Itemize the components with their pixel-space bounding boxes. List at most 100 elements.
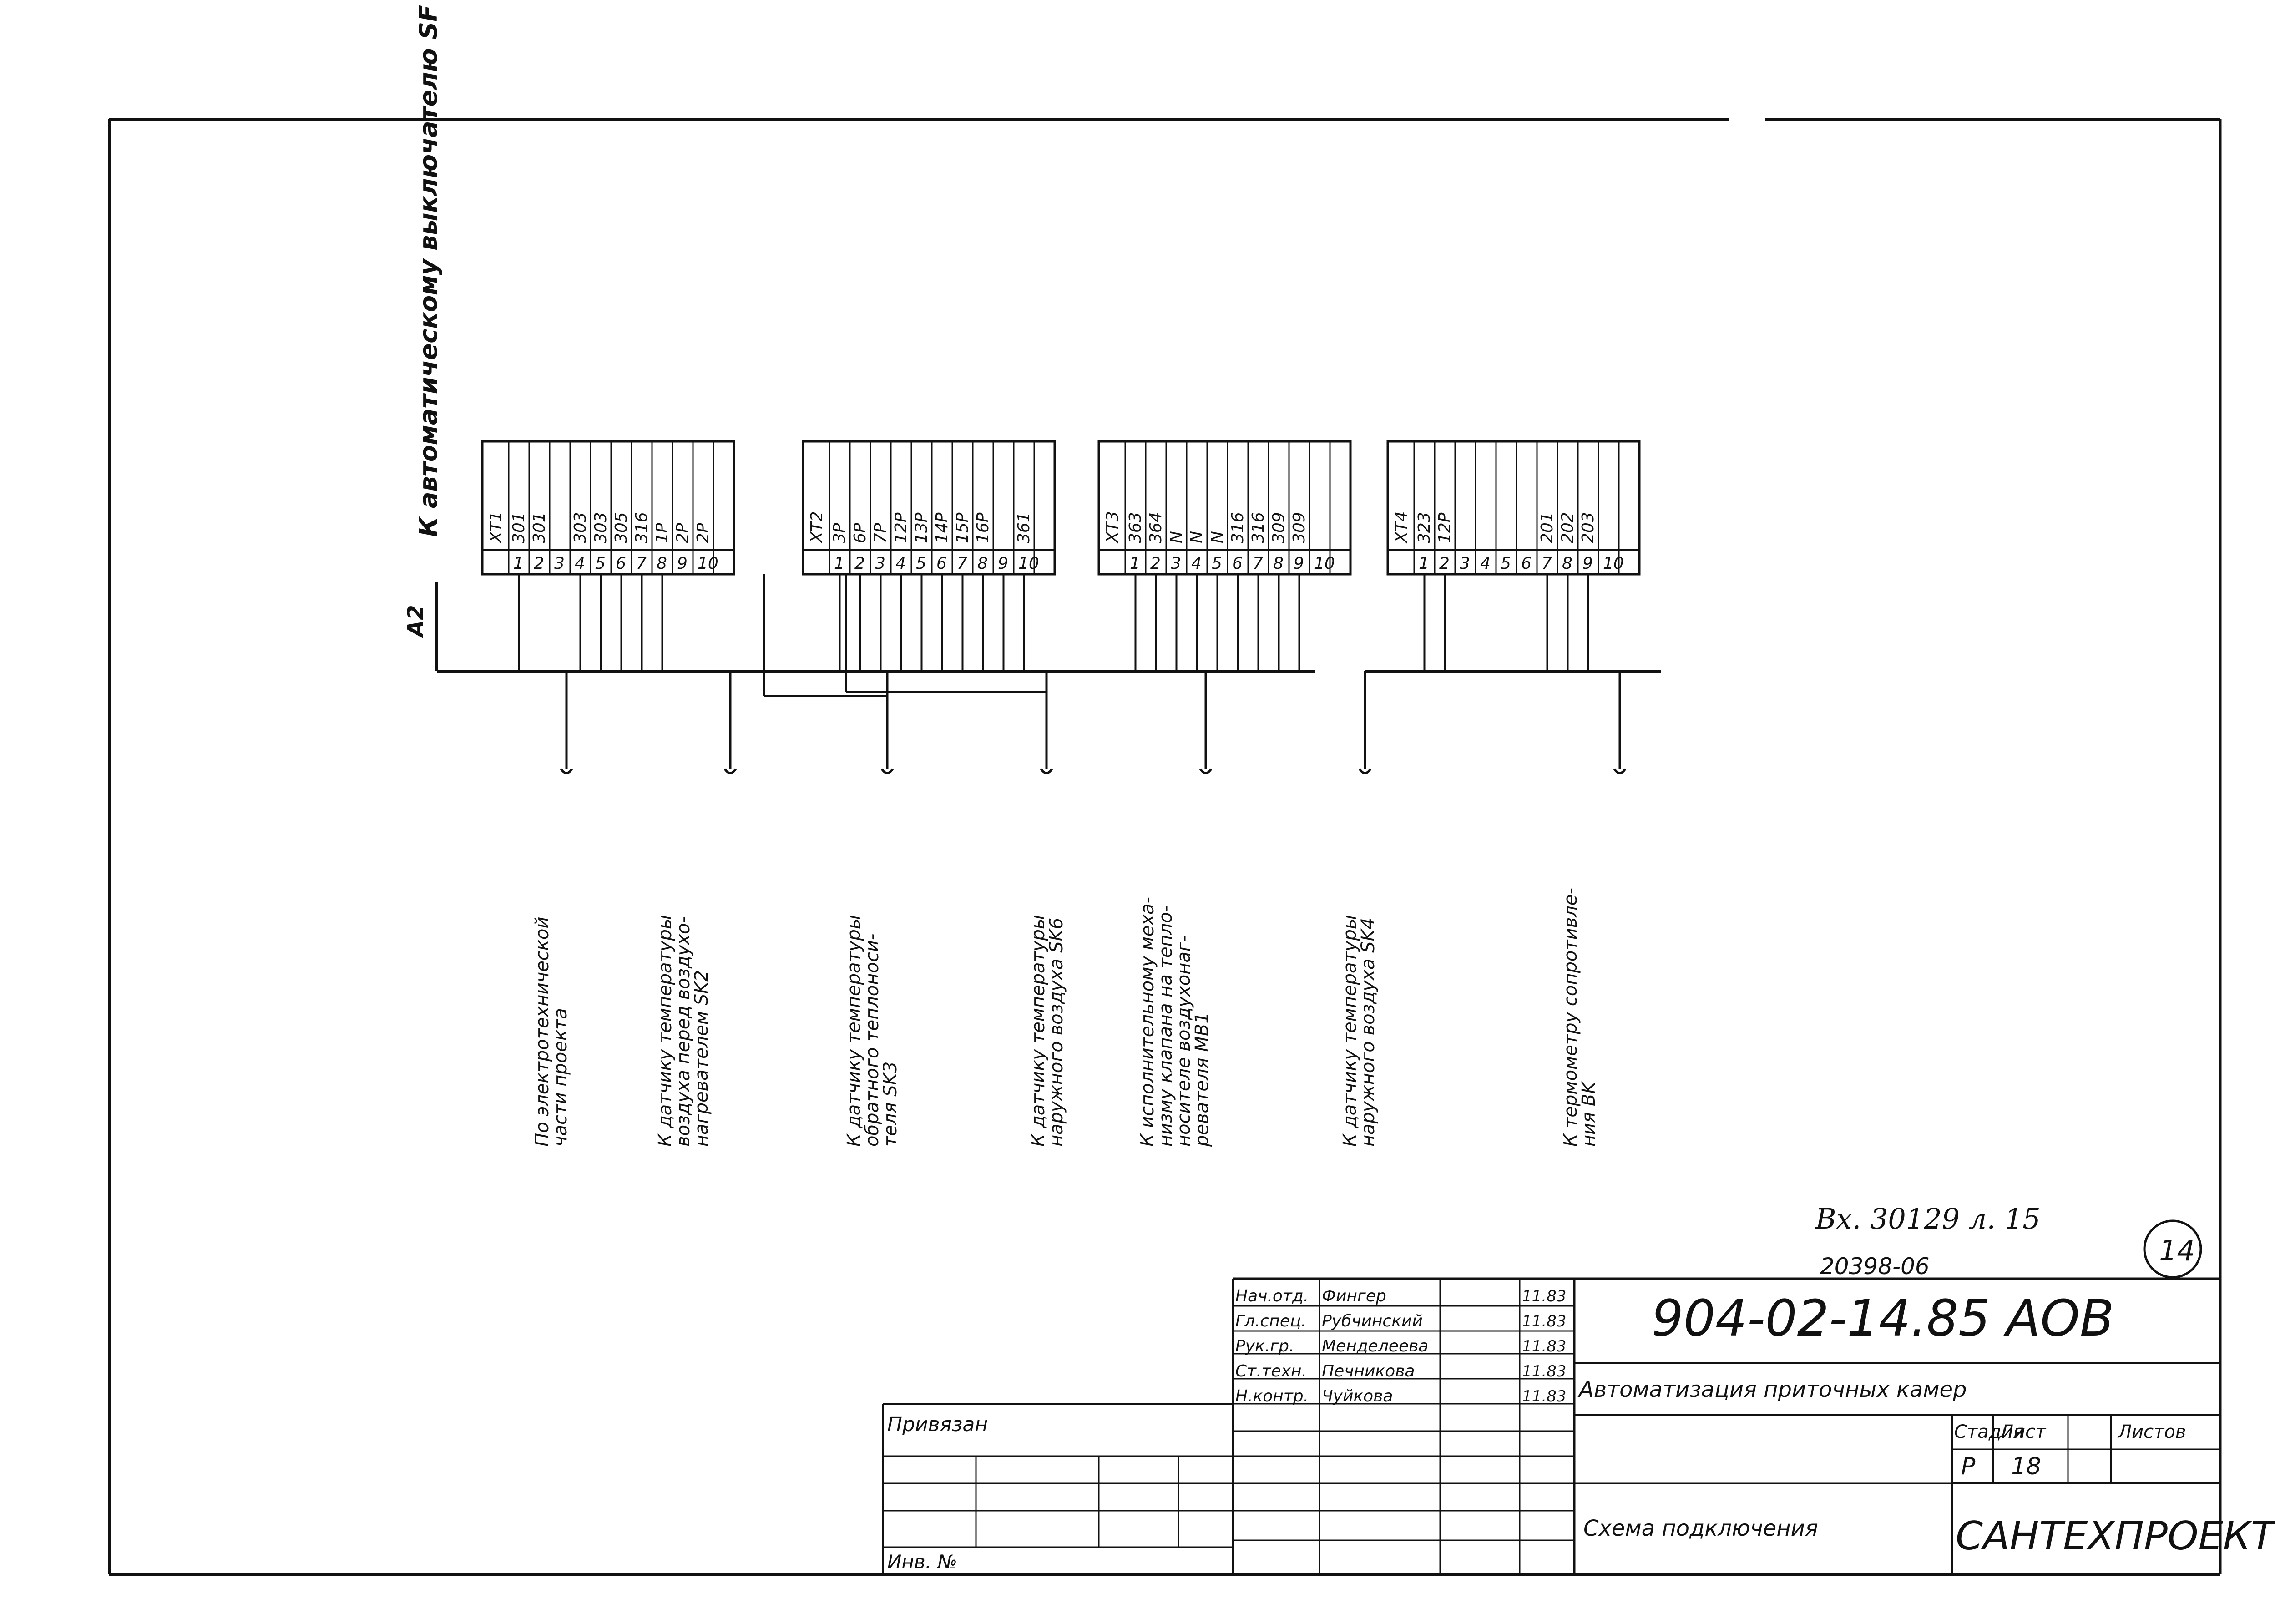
- terminal-number: 6: [1232, 554, 1243, 573]
- sheet-title: Схема подключения: [1583, 1516, 1818, 1541]
- terminal-number: 1: [834, 554, 844, 573]
- wire-mark: 303: [592, 512, 610, 543]
- wire-mark: 203: [1579, 512, 1598, 543]
- wire-mark: N: [1208, 531, 1227, 543]
- terminal-number: 7: [957, 554, 967, 573]
- project-title: Автоматизация приточных камер: [1577, 1377, 1967, 1402]
- terminal-number: 5: [916, 554, 926, 573]
- terminal-block-name: XT4: [1392, 511, 1411, 544]
- wire-mark: 201: [1538, 512, 1557, 543]
- cable-end: [880, 768, 894, 774]
- staff-name: Менделеева: [1322, 1337, 1428, 1356]
- header-label: К автоматическому выключателю SF: [414, 5, 443, 537]
- a2-label: A2: [403, 605, 429, 639]
- terminal-number: 4: [1480, 554, 1491, 573]
- terminal-block-name: XT3: [1103, 511, 1122, 544]
- tied-label: Привязан: [887, 1413, 988, 1436]
- staff-role: Гл.спец.: [1235, 1312, 1306, 1331]
- wiring-lines: [435, 574, 1661, 774]
- cable-end: [560, 768, 573, 774]
- terminal-number: 4: [1191, 554, 1202, 573]
- reference-number: 20398-06: [1820, 1253, 1930, 1280]
- terminal-number: 3: [1460, 554, 1470, 573]
- wire-mark: 309: [1290, 512, 1309, 543]
- destination-label-line: ния BK: [1578, 1081, 1599, 1147]
- wire-mark: 323: [1415, 512, 1434, 543]
- staff-name: Печникова: [1322, 1362, 1415, 1381]
- terminal-number: 7: [1542, 554, 1552, 573]
- wire-mark: 13P: [912, 512, 931, 543]
- wire-mark: 364: [1147, 512, 1165, 543]
- wire-mark: 3P: [830, 523, 849, 543]
- cable-end: [723, 768, 737, 774]
- destination-label-line: К датчику температуры: [1028, 915, 1049, 1147]
- wire-mark: 6P: [851, 523, 870, 543]
- terminal-number: 2: [1150, 554, 1161, 573]
- terminal-block-name: XT2: [808, 511, 826, 544]
- destination-label-line: К датчику температуры: [655, 915, 676, 1147]
- terminal-number: 9: [677, 554, 688, 573]
- destination-label-line: низму клапана на тепло-: [1155, 906, 1176, 1147]
- wire-mark: 16P: [974, 512, 992, 543]
- cable-end: [1613, 768, 1627, 774]
- stage-value: Р: [1961, 1453, 1976, 1480]
- staff-date: 11.83: [1522, 1387, 1566, 1406]
- staff-date: 11.83: [1522, 1287, 1566, 1305]
- staff-role: Рук.гр.: [1235, 1337, 1294, 1356]
- destination-label-line: наружного воздуха SK4: [1358, 918, 1379, 1147]
- terminal-number: 3: [554, 554, 565, 573]
- destination-label-line: По электротехнической: [532, 917, 553, 1147]
- destination-label-line: теля SK3: [880, 1062, 901, 1147]
- cable-end: [1199, 768, 1213, 774]
- sheets-header: Листов: [2117, 1422, 2186, 1442]
- terminal-number: 4: [895, 554, 906, 573]
- staff-date: 11.83: [1522, 1312, 1566, 1331]
- wire-mark: 15P: [953, 512, 972, 543]
- title-block: [882, 1277, 2220, 1574]
- staff-role: Ст.техн.: [1235, 1362, 1307, 1381]
- destination-label-line: наружного воздуха SK6: [1046, 918, 1067, 1147]
- terminal-number: 6: [936, 554, 947, 573]
- wire-mark: 316: [1228, 512, 1247, 543]
- terminal-number: 9: [1294, 554, 1304, 573]
- terminal-number: 1: [513, 554, 524, 573]
- drawing-frame: [108, 118, 2222, 1576]
- destination-label: К исполнительному меха-низму клапана на …: [1137, 897, 1213, 1147]
- wire-mark: 303: [571, 512, 590, 543]
- destination-label-line: носителе воздухонаг-: [1173, 936, 1194, 1147]
- terminal-number: 5: [595, 554, 606, 573]
- wire-mark: 301: [510, 512, 528, 543]
- destination-label: К термометру сопротивле-ния BK: [1560, 888, 1599, 1147]
- staff-name: Рубчинский: [1322, 1312, 1423, 1331]
- destination-label-line: ревателя MB1: [1192, 1012, 1213, 1147]
- terminal-number: 7: [1253, 554, 1263, 573]
- wire-mark: 202: [1558, 512, 1577, 543]
- wire-mark: 316: [1249, 512, 1268, 543]
- wire-mark: 305: [612, 512, 631, 543]
- terminal-number: 3: [875, 554, 885, 573]
- staff-role: Нач.отд.: [1235, 1287, 1309, 1305]
- staff-name: Чуйкова: [1322, 1387, 1393, 1406]
- wire-mark: 2P: [694, 523, 713, 543]
- wire-mark: N: [1167, 531, 1186, 543]
- page-circle: [2143, 1219, 2202, 1279]
- sheet-value: 18: [2011, 1453, 2041, 1480]
- terminal-number: 10: [1018, 554, 1039, 573]
- cable-end: [1040, 768, 1053, 774]
- cable-end: [1358, 768, 1372, 774]
- wire-mark: 7P: [871, 523, 890, 543]
- terminal-number: 5: [1501, 554, 1511, 573]
- wire-mark: 316: [632, 512, 651, 543]
- destination-label-line: К датчику температуры: [1340, 915, 1360, 1147]
- terminal-block-name: XT1: [487, 511, 506, 544]
